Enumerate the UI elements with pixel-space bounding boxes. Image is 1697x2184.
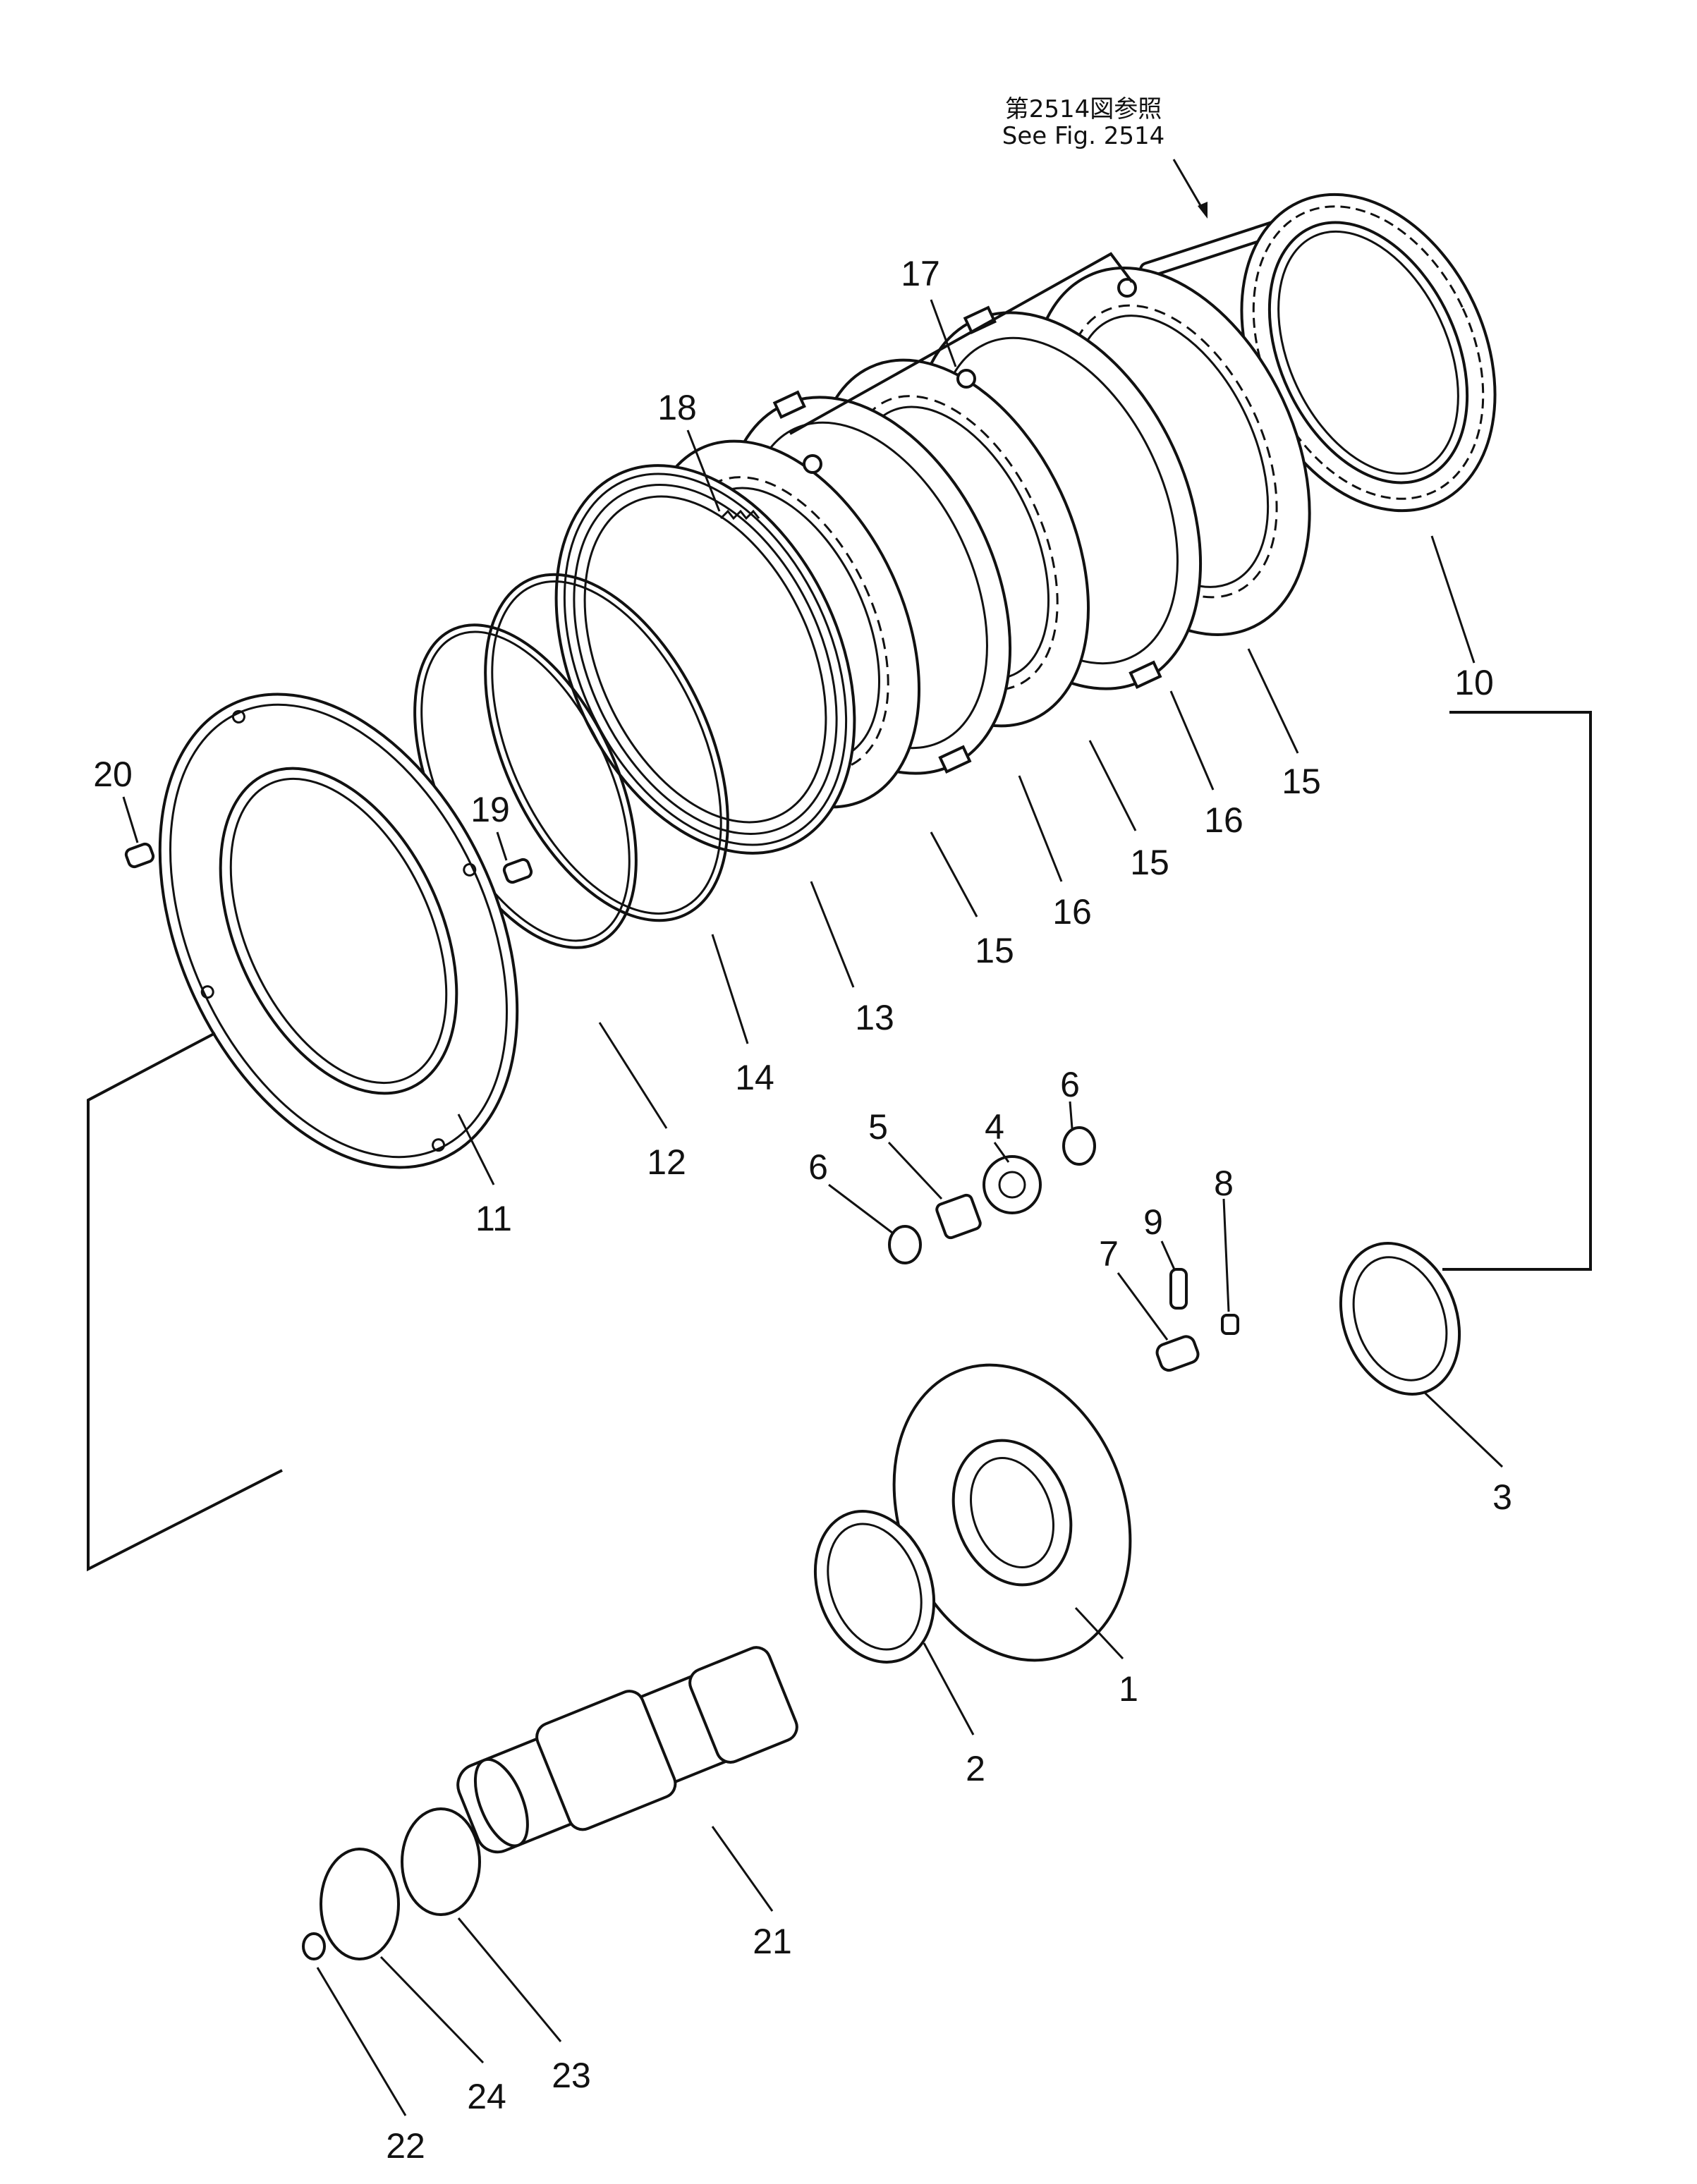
callout-17: 17 xyxy=(901,254,940,293)
part-20-pin xyxy=(124,842,155,869)
callout-3: 3 xyxy=(1492,1477,1512,1517)
callout-10: 10 xyxy=(1454,663,1494,702)
reference-arrowhead xyxy=(1198,202,1208,219)
callout-19: 19 xyxy=(470,790,510,829)
part-5-bearing xyxy=(935,1193,982,1240)
part-19-pin xyxy=(502,858,533,884)
callout-8: 8 xyxy=(1214,1164,1234,1203)
callout-6-right: 6 xyxy=(1060,1065,1080,1104)
callout-5: 5 xyxy=(868,1107,888,1147)
figure-reference: 第2514図参照 See Fig. 2514 xyxy=(1002,95,1208,219)
part-9-pin xyxy=(1169,1268,1188,1310)
part-21-shaft xyxy=(456,1646,798,1854)
assembly-bracket-left xyxy=(87,1032,283,1572)
assembly-bracket-right xyxy=(1442,711,1592,1271)
callout-15-a: 15 xyxy=(975,931,1014,970)
callout-23: 23 xyxy=(552,2056,591,2095)
callout-24: 24 xyxy=(467,2077,506,2116)
callout-12: 12 xyxy=(647,1142,686,1182)
callout-18: 18 xyxy=(657,388,697,427)
part-8-plug xyxy=(1221,1314,1239,1335)
part-24-snap-ring xyxy=(320,1848,400,1960)
callout-21: 21 xyxy=(753,1922,792,1961)
part-11-housing xyxy=(158,693,519,1169)
part-7-pin xyxy=(1155,1335,1200,1372)
callout-13: 13 xyxy=(855,998,894,1037)
leader-lines xyxy=(122,299,1504,2116)
part-17-snap-ring-2 xyxy=(1117,278,1137,298)
callout-6-left: 6 xyxy=(808,1147,828,1187)
callout-22: 22 xyxy=(386,2126,425,2166)
part-1-carrier xyxy=(892,1363,1132,1662)
part-4-gear xyxy=(983,1155,1042,1214)
reference-jp: 第2514図参照 xyxy=(1005,95,1162,123)
part-2-seal xyxy=(813,1510,936,1664)
part-17-snap-ring-3 xyxy=(803,454,822,474)
part-14-seal-ring xyxy=(484,573,729,922)
callout-9: 9 xyxy=(1143,1202,1163,1242)
callout-4: 4 xyxy=(985,1107,1004,1147)
callout-1: 1 xyxy=(1119,1669,1138,1709)
part-6-washer-right xyxy=(1062,1126,1096,1166)
callout-11: 11 xyxy=(475,1199,512,1238)
part-18-spring xyxy=(719,509,760,520)
callout-2: 2 xyxy=(966,1749,985,1788)
callout-16-b: 16 xyxy=(1204,800,1243,840)
reference-en: See Fig. 2514 xyxy=(1002,122,1164,150)
part-10-toothed-ring xyxy=(1240,193,1497,513)
callout-15-b: 15 xyxy=(1130,843,1169,882)
part-6-washer-left xyxy=(888,1225,922,1264)
part-22-plug xyxy=(302,1932,326,1960)
part-17-snap-ring xyxy=(956,369,976,389)
callout-16-a: 16 xyxy=(1052,892,1092,932)
part-23-spacer xyxy=(401,1807,481,1916)
part-3-sleeve xyxy=(1339,1242,1461,1396)
callout-14: 14 xyxy=(735,1058,774,1097)
callout-15-c: 15 xyxy=(1282,762,1321,801)
callout-20: 20 xyxy=(93,755,133,794)
assembly-bracket-top xyxy=(789,252,1133,435)
callout-7: 7 xyxy=(1099,1234,1119,1274)
callout-numbers: 1 2 3 4 5 6 6 7 8 9 10 11 12 13 14 15 15… xyxy=(93,254,1512,2166)
